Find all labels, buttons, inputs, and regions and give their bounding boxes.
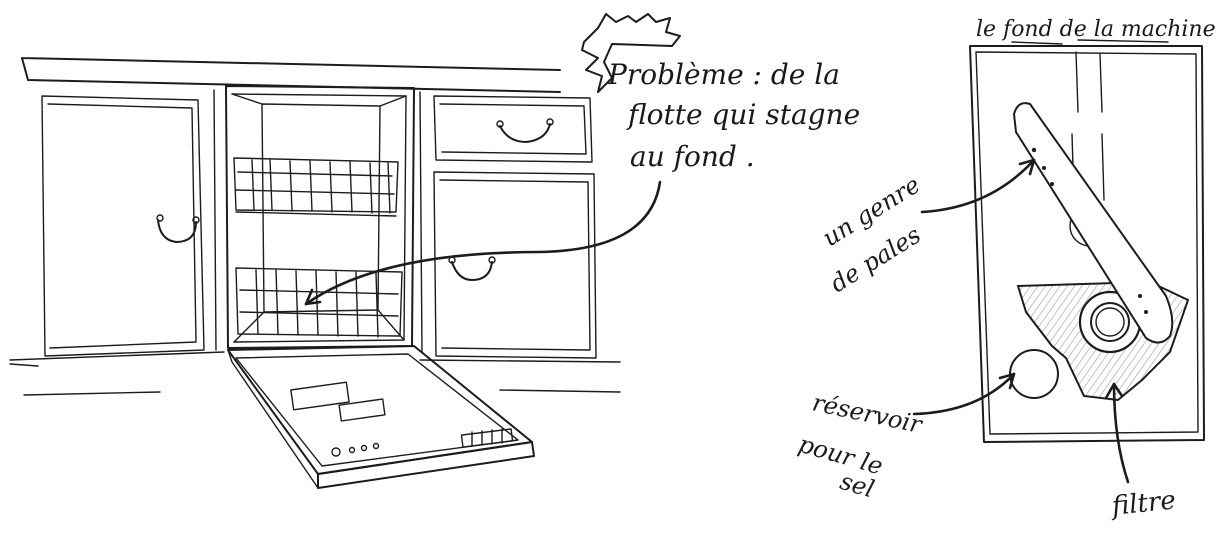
filtre-label: filtre	[1108, 485, 1177, 522]
reservoir-arrow	[914, 374, 1014, 414]
problem-line-3: au fond .	[630, 140, 755, 173]
reservoir-annotation: réservoir pour le sel	[795, 374, 1014, 503]
cabinet-handles	[157, 119, 553, 280]
kitchen-cabinets	[10, 58, 620, 395]
problem-arrow	[306, 182, 660, 304]
lower-door-handle	[452, 262, 492, 280]
pales-annotation: un genre de pales	[818, 160, 1034, 298]
problem-line-1: Problème : de la	[607, 58, 840, 91]
detail-title: le fond de la machine :	[976, 17, 1216, 42]
dishwasher	[226, 86, 534, 488]
reservoir-line-1: réservoir	[810, 388, 926, 439]
problem-line-2: flotte qui stagne	[626, 98, 860, 131]
upper-rack	[234, 158, 398, 216]
salt-reservoir	[1010, 350, 1058, 398]
filtre-annotation: filtre	[1106, 384, 1177, 522]
drawer-handle	[500, 124, 550, 142]
problem-annotation: Problème : de la flotte qui stagne au fo…	[607, 58, 860, 173]
left-door-handle	[158, 220, 196, 242]
reservoir-line-2: pour le	[795, 430, 886, 481]
pales-arrow	[922, 160, 1034, 212]
dishwasher-door	[228, 346, 534, 488]
